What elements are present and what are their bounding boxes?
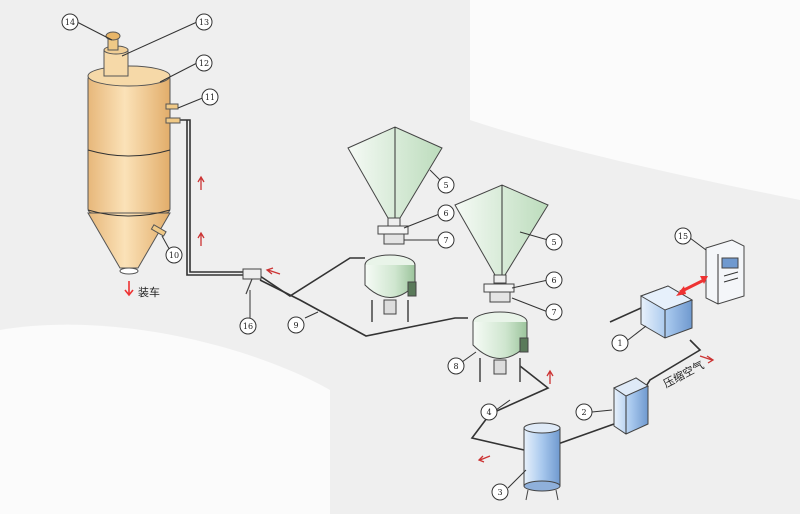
flow-arrow-icon <box>546 369 554 384</box>
svg-text:7: 7 <box>443 236 448 245</box>
valve-16 <box>242 268 262 295</box>
callout-3: 3 <box>491 483 509 501</box>
storage-silo <box>87 31 181 275</box>
callout-5a: 5 <box>437 176 455 194</box>
air-dryer-cabinet <box>612 377 650 435</box>
callout-7b: 7 <box>545 303 563 321</box>
flow-arrow-icon <box>265 267 281 275</box>
flow-arrow-icon <box>197 231 205 246</box>
svg-text:5: 5 <box>551 238 556 247</box>
callout-13: 13 <box>195 13 213 31</box>
svg-text:1: 1 <box>617 339 622 348</box>
svg-text:11: 11 <box>205 93 215 102</box>
callout-circles: 14 13 12 11 10 16 9 5 6 7 5 6 7 8 4 3 2 … <box>61 13 692 501</box>
callout-1: 1 <box>611 334 629 352</box>
callout-5b: 5 <box>545 233 563 251</box>
svg-text:5: 5 <box>443 181 448 190</box>
callout-2: 2 <box>575 403 593 421</box>
svg-text:6: 6 <box>443 209 448 218</box>
control-cabinet <box>705 239 745 305</box>
pipe-network <box>179 119 702 451</box>
svg-text:10: 10 <box>169 251 179 260</box>
callout-8: 8 <box>447 357 465 375</box>
callout-16: 16 <box>239 317 257 335</box>
flow-arrow-icon <box>197 175 205 190</box>
callout-4: 4 <box>480 403 498 421</box>
svg-text:9: 9 <box>293 321 298 330</box>
svg-text:7: 7 <box>551 308 556 317</box>
air-receiver-tank <box>523 422 561 501</box>
callout-leaders <box>76 21 707 489</box>
svg-text:14: 14 <box>65 18 75 27</box>
callout-12: 12 <box>195 54 213 72</box>
svg-text:15: 15 <box>678 232 688 241</box>
callout-10: 10 <box>165 246 183 264</box>
svg-text:4: 4 <box>486 408 491 417</box>
svg-text:13: 13 <box>199 18 209 27</box>
flow-arrow-icon <box>699 355 715 364</box>
svg-text:16: 16 <box>243 322 253 331</box>
callout-6a: 6 <box>437 204 455 222</box>
svg-text:8: 8 <box>453 362 458 371</box>
svg-text:6: 6 <box>551 276 556 285</box>
signal-arrowhead-icon <box>676 276 708 296</box>
callout-15: 15 <box>674 227 692 245</box>
callout-7a: 7 <box>437 231 455 249</box>
svg-text:12: 12 <box>199 59 209 68</box>
svg-text:2: 2 <box>581 408 586 417</box>
svg-text:3: 3 <box>497 488 502 497</box>
air-compressor <box>639 285 694 339</box>
callout-9: 9 <box>287 316 305 334</box>
feed-hopper-1 <box>347 126 443 322</box>
loading-arrow-icon <box>124 281 134 297</box>
flow-arrow-icon <box>477 455 491 463</box>
callout-6b: 6 <box>545 271 563 289</box>
loading-label: 装车 <box>138 285 160 299</box>
callout-11: 11 <box>201 88 219 106</box>
callout-14: 14 <box>61 13 79 31</box>
feed-hopper-2 <box>454 184 549 382</box>
